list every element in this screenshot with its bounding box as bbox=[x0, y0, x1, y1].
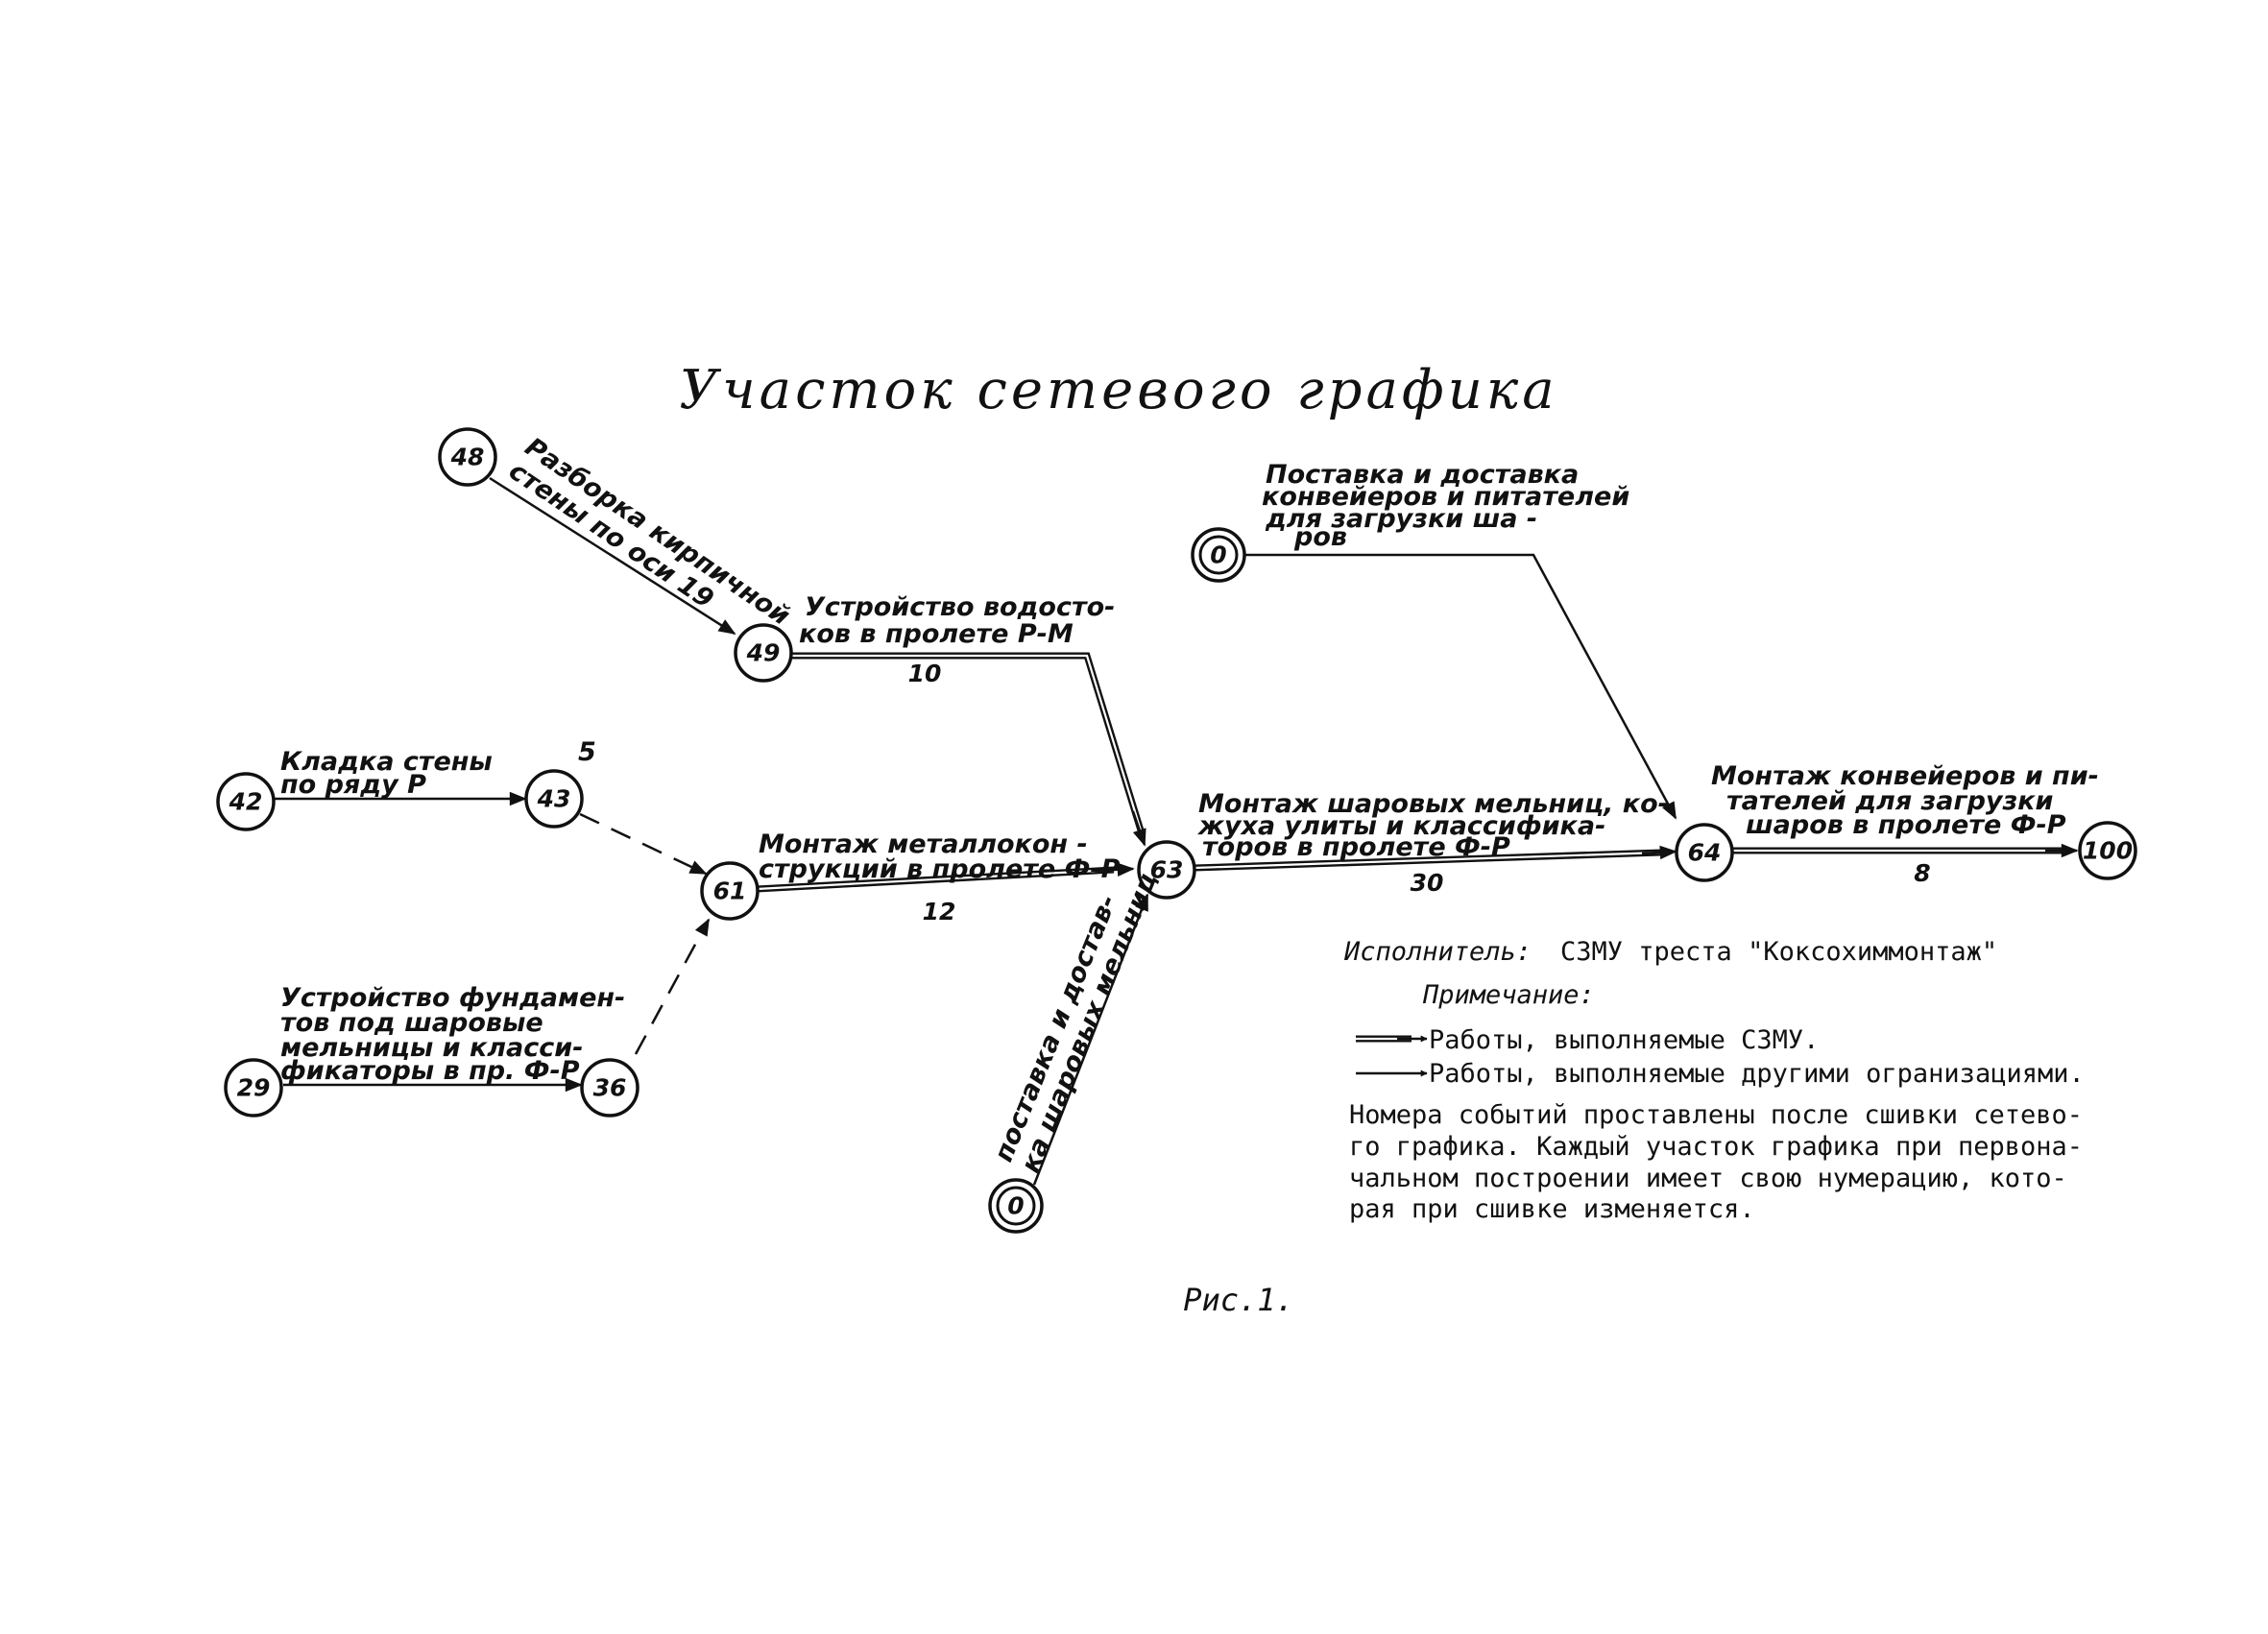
activity-text-line: струкций в пролете Ф-Р bbox=[759, 854, 1121, 884]
event-label: 0 bbox=[1007, 1192, 1024, 1220]
activity-label-42-43: Кладка стены по ряду Р 5 bbox=[280, 737, 596, 800]
activity-text-line: Монтаж металлокон - bbox=[759, 829, 1088, 859]
edge-43-61-dummy bbox=[579, 812, 708, 876]
event-label: 29 bbox=[237, 1074, 271, 1102]
activity-text-line: Кладка стены bbox=[280, 747, 493, 777]
event-node-48: 48 bbox=[438, 427, 497, 487]
activity-text-line: фикаторы в пр. Ф-Р bbox=[280, 1056, 580, 1086]
activity-text-line: Монтаж конвейеров и пи- bbox=[1711, 761, 2099, 791]
activity-mark: 5 bbox=[578, 737, 596, 767]
activity-text-line: Устройство фундамен- bbox=[280, 983, 625, 1013]
event-node-49: 49 bbox=[734, 623, 793, 683]
legend-text: Работы, выполняемые другими огранизациям… bbox=[1429, 1059, 2085, 1089]
event-node-36: 36 bbox=[580, 1058, 639, 1117]
legend-item-single: Работы, выполняемые другими огранизациям… bbox=[1356, 1059, 2085, 1089]
legend-item-double: Работы, выполняемые СЗМУ. bbox=[1356, 1025, 1819, 1055]
event-node-43: 43 bbox=[524, 769, 584, 829]
activity-text-line: шаров в пролете Ф-Р bbox=[1746, 810, 2066, 840]
edge-61-63 bbox=[756, 862, 1135, 893]
activity-label-0-63: поставка и достав- ка шаровых мельниц bbox=[989, 869, 1164, 1177]
note-paragraph-line: чальном построении имеет свою нумерацию,… bbox=[1349, 1164, 2067, 1193]
event-label: 42 bbox=[229, 788, 263, 816]
event-node-0-top: 0 bbox=[1191, 527, 1246, 583]
activity-duration: 12 bbox=[923, 898, 956, 925]
activity-duration: 8 bbox=[1914, 859, 1930, 887]
event-node-100: 100 bbox=[2078, 821, 2137, 880]
edge-49-63 bbox=[790, 652, 1146, 847]
activity-text-line: Поставка и доставка bbox=[1266, 460, 1579, 490]
activity-label-0-64: Поставка и доставка конвейеров и питател… bbox=[1262, 460, 1629, 552]
executor-label: Исполнитель: bbox=[1343, 937, 1532, 967]
event-label: 63 bbox=[1150, 856, 1184, 884]
notes-block: Исполнитель: СЗМУ треста "Коксохиммонтаж… bbox=[1343, 937, 2085, 1224]
activity-duration: 10 bbox=[908, 660, 942, 687]
activity-text-line: ков в пролете Р-М bbox=[799, 619, 1074, 649]
activity-duration: 30 bbox=[1411, 869, 1444, 897]
event-node-29: 29 bbox=[224, 1058, 283, 1117]
activity-text-line: мельницы и класси- bbox=[280, 1033, 583, 1063]
event-node-64: 64 bbox=[1675, 823, 1734, 882]
activity-text-line: ров bbox=[1293, 522, 1347, 552]
diagram-title: Участок сетевого графика bbox=[679, 359, 1557, 421]
activity-label-63-64: Монтаж шаровых мельниц, ко- жуха улиты и… bbox=[1196, 789, 1669, 897]
edge-63-64 bbox=[1193, 845, 1677, 872]
edge-48-49 bbox=[489, 476, 736, 636]
event-node-61: 61 bbox=[700, 861, 760, 921]
activity-text-line: для загрузки ша - bbox=[1265, 504, 1537, 534]
activity-label-29-36: Устройство фундамен- тов под шаровые мел… bbox=[280, 983, 625, 1086]
activity-label-49-63: Устройство водосто- ков в пролете Р-М 10 bbox=[799, 592, 1115, 687]
activity-label-64-100: Монтаж конвейеров и пи- тателей для загр… bbox=[1711, 761, 2099, 887]
event-node-42: 42 bbox=[216, 772, 276, 831]
event-node-63: 63 bbox=[1137, 840, 1196, 900]
activity-text-line: Разборка кирпичной bbox=[519, 432, 795, 632]
event-label: 36 bbox=[593, 1074, 627, 1102]
edge-36-61-dummy bbox=[634, 918, 711, 1055]
edge-0-64 bbox=[1243, 553, 1677, 820]
event-label: 0 bbox=[1210, 541, 1226, 569]
activity-text-line: тателей для загрузки bbox=[1726, 786, 2054, 816]
event-label: 49 bbox=[746, 639, 781, 667]
event-label: 43 bbox=[537, 785, 571, 813]
note-paragraph-line: Номера событий проставлены после сшивки … bbox=[1349, 1100, 2083, 1130]
activity-text-line: тов под шаровые bbox=[280, 1008, 543, 1038]
executor-text: СЗМУ треста "Коксохиммонтаж" bbox=[1560, 937, 1997, 967]
event-label: 100 bbox=[2083, 837, 2133, 865]
legend-text: Работы, выполняемые СЗМУ. bbox=[1429, 1025, 1819, 1055]
note-paragraph-line: го графика. Каждый участок графика при п… bbox=[1349, 1132, 2083, 1162]
note-paragraph-line: рая при сшивке изменяется. bbox=[1349, 1194, 1755, 1224]
event-node-0-bottom: 0 bbox=[988, 1178, 1044, 1234]
event-label: 61 bbox=[713, 877, 747, 905]
activity-label-48-49: Разборка кирпичной стены по оси 19 bbox=[503, 432, 795, 632]
activity-label-61-63: Монтаж металлокон - струкций в пролете Ф… bbox=[759, 829, 1121, 925]
event-label: 48 bbox=[450, 444, 485, 471]
activity-text-line: конвейеров и питателей bbox=[1262, 482, 1629, 512]
edge-0-63 bbox=[1032, 893, 1149, 1186]
note-heading: Примечание: bbox=[1422, 980, 1595, 1010]
activity-text-line: Устройство водосто- bbox=[805, 592, 1115, 622]
activity-text-line: торов в пролете Ф-Р bbox=[1202, 832, 1510, 862]
activity-text-line: по ряду Р bbox=[280, 770, 426, 800]
activity-text-line: Монтаж шаровых мельниц, ко- bbox=[1198, 789, 1669, 819]
activity-text-line: жуха улиты и классифика- bbox=[1196, 811, 1605, 841]
figure-caption: Рис.1. bbox=[1183, 1282, 1294, 1318]
event-label: 64 bbox=[1688, 839, 1722, 867]
